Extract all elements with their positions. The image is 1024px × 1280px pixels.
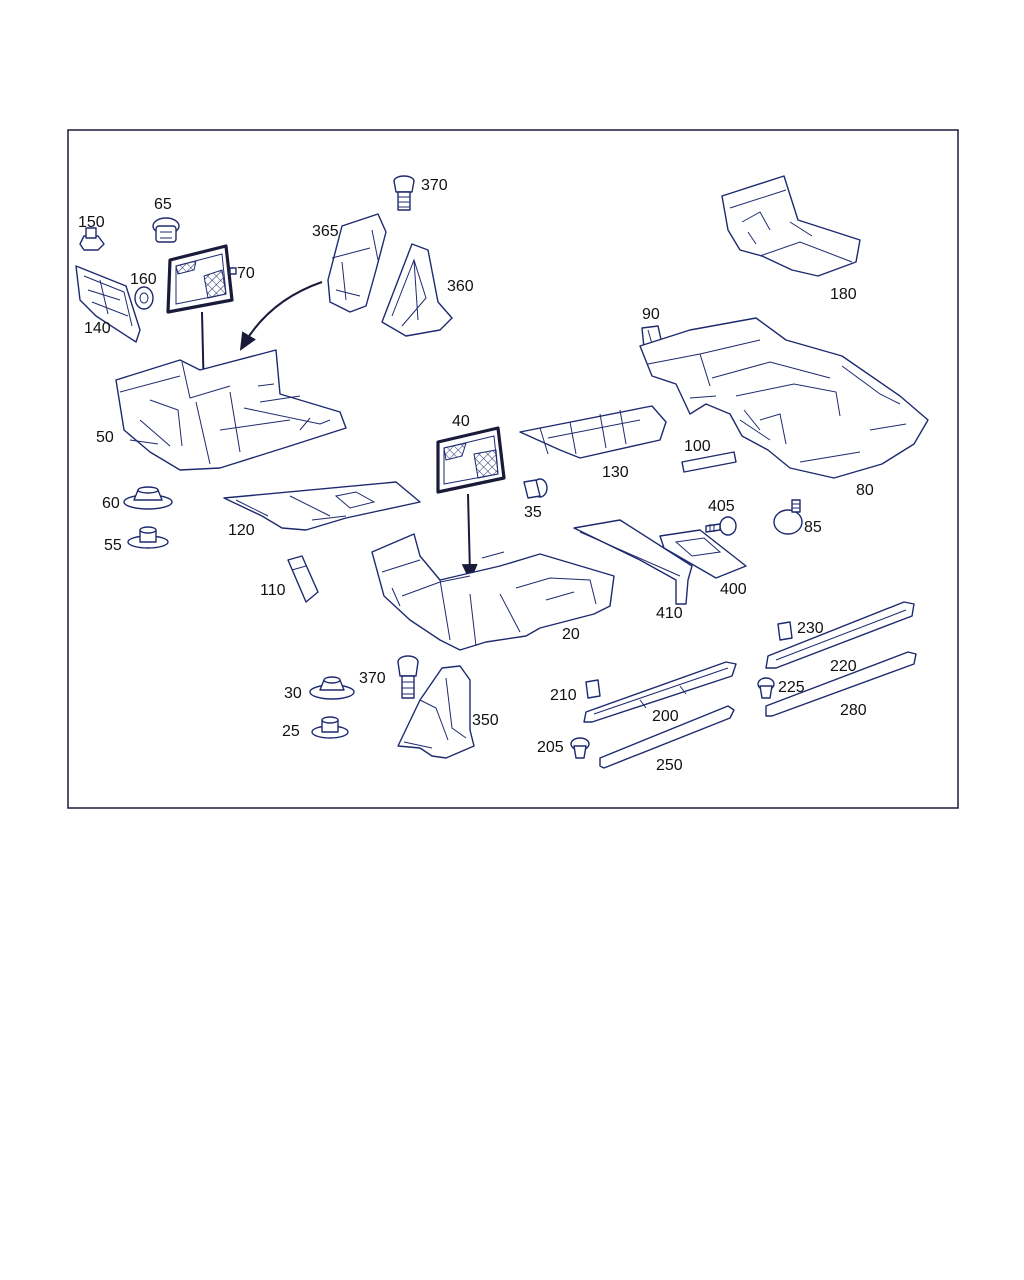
- callout-25: 25: [282, 723, 300, 740]
- part-210-clip: [585, 679, 601, 699]
- callout-40: 40: [452, 413, 470, 430]
- part-40-mesh-pad: [436, 426, 506, 494]
- part-85-clip: [773, 499, 803, 535]
- callout-120: 120: [228, 522, 255, 539]
- callout-180: 180: [830, 286, 857, 303]
- callout-140: 140: [84, 320, 111, 337]
- part-55-cap: [127, 526, 169, 549]
- callout-50: 50: [96, 429, 114, 446]
- callout-250: 250: [656, 757, 683, 774]
- part-205-clip: [570, 737, 590, 759]
- part-365-trim-panel: [327, 213, 387, 313]
- arrow-365-to-50: [239, 281, 323, 351]
- part-110-foam-block: [287, 555, 319, 603]
- part-360-trim-panel: [381, 243, 453, 337]
- callout-410: 410: [656, 605, 683, 622]
- callout-100: 100: [684, 438, 711, 455]
- part-150-nut: [79, 227, 105, 251]
- callout-30: 30: [284, 685, 302, 702]
- part-100-strip: [681, 451, 737, 473]
- part-20-footwell-carpet: [371, 533, 615, 651]
- part-70-mesh-pad: [166, 244, 237, 314]
- part-65-grommet: [152, 217, 180, 243]
- callout-405: 405: [708, 498, 735, 515]
- part-370-bolt-top: [393, 175, 415, 211]
- part-200-sill-strip: [583, 661, 737, 723]
- part-350-trim-panel: [397, 665, 475, 759]
- callout-65: 65: [154, 196, 172, 213]
- part-50-front-carpet: [115, 349, 347, 471]
- callout-160: 160: [130, 271, 157, 288]
- part-225-clip: [757, 677, 775, 699]
- callout-60: 60: [102, 495, 120, 512]
- callout-130: 130: [602, 464, 629, 481]
- callout-70: 70: [237, 265, 255, 282]
- part-230-clip: [777, 621, 793, 641]
- callout-365: 365: [312, 223, 339, 240]
- callout-360: 360: [447, 278, 474, 295]
- part-35-plug: [523, 478, 548, 499]
- part-370-bolt-lower: [397, 655, 419, 699]
- part-130-tunnel-panel: [519, 405, 667, 459]
- callout-225: 225: [778, 679, 805, 696]
- callout-210: 210: [550, 687, 577, 704]
- part-140-bracket-plate: [75, 265, 141, 343]
- callout-370-top: 370: [421, 177, 448, 194]
- part-180-rear-carpet: [721, 175, 861, 277]
- callout-90: 90: [642, 306, 660, 323]
- part-30-cap: [309, 676, 355, 700]
- part-80-main-carpet: [639, 317, 929, 479]
- arrow-40-to-20: [461, 493, 478, 582]
- callout-400: 400: [720, 581, 747, 598]
- callout-220: 220: [830, 658, 857, 675]
- callout-80: 80: [856, 482, 874, 499]
- callout-205: 205: [537, 739, 564, 756]
- callout-110: 110: [260, 582, 286, 599]
- part-25-cap: [311, 716, 349, 739]
- diagram-frame: [67, 129, 959, 809]
- part-250-sill-strip: [599, 705, 735, 769]
- part-120-insulation-mat: [223, 481, 421, 531]
- callout-35: 35: [524, 504, 542, 521]
- callout-150: 150: [78, 214, 105, 231]
- part-405-screw: [705, 516, 737, 536]
- part-220-sill-strip: [765, 601, 915, 669]
- part-160-washer: [134, 286, 154, 310]
- callout-350: 350: [472, 712, 499, 729]
- part-400-sill-pad: [659, 529, 747, 579]
- part-280-sill-strip: [765, 651, 917, 717]
- part-410-sill-cover: [573, 519, 693, 605]
- callout-230: 230: [797, 620, 824, 637]
- callout-85: 85: [804, 519, 822, 536]
- part-60-cap: [123, 486, 173, 510]
- callout-20: 20: [562, 626, 580, 643]
- callout-200: 200: [652, 708, 679, 725]
- callout-370-lower: 370: [359, 670, 386, 687]
- callout-280: 280: [840, 702, 867, 719]
- callout-55: 55: [104, 537, 122, 554]
